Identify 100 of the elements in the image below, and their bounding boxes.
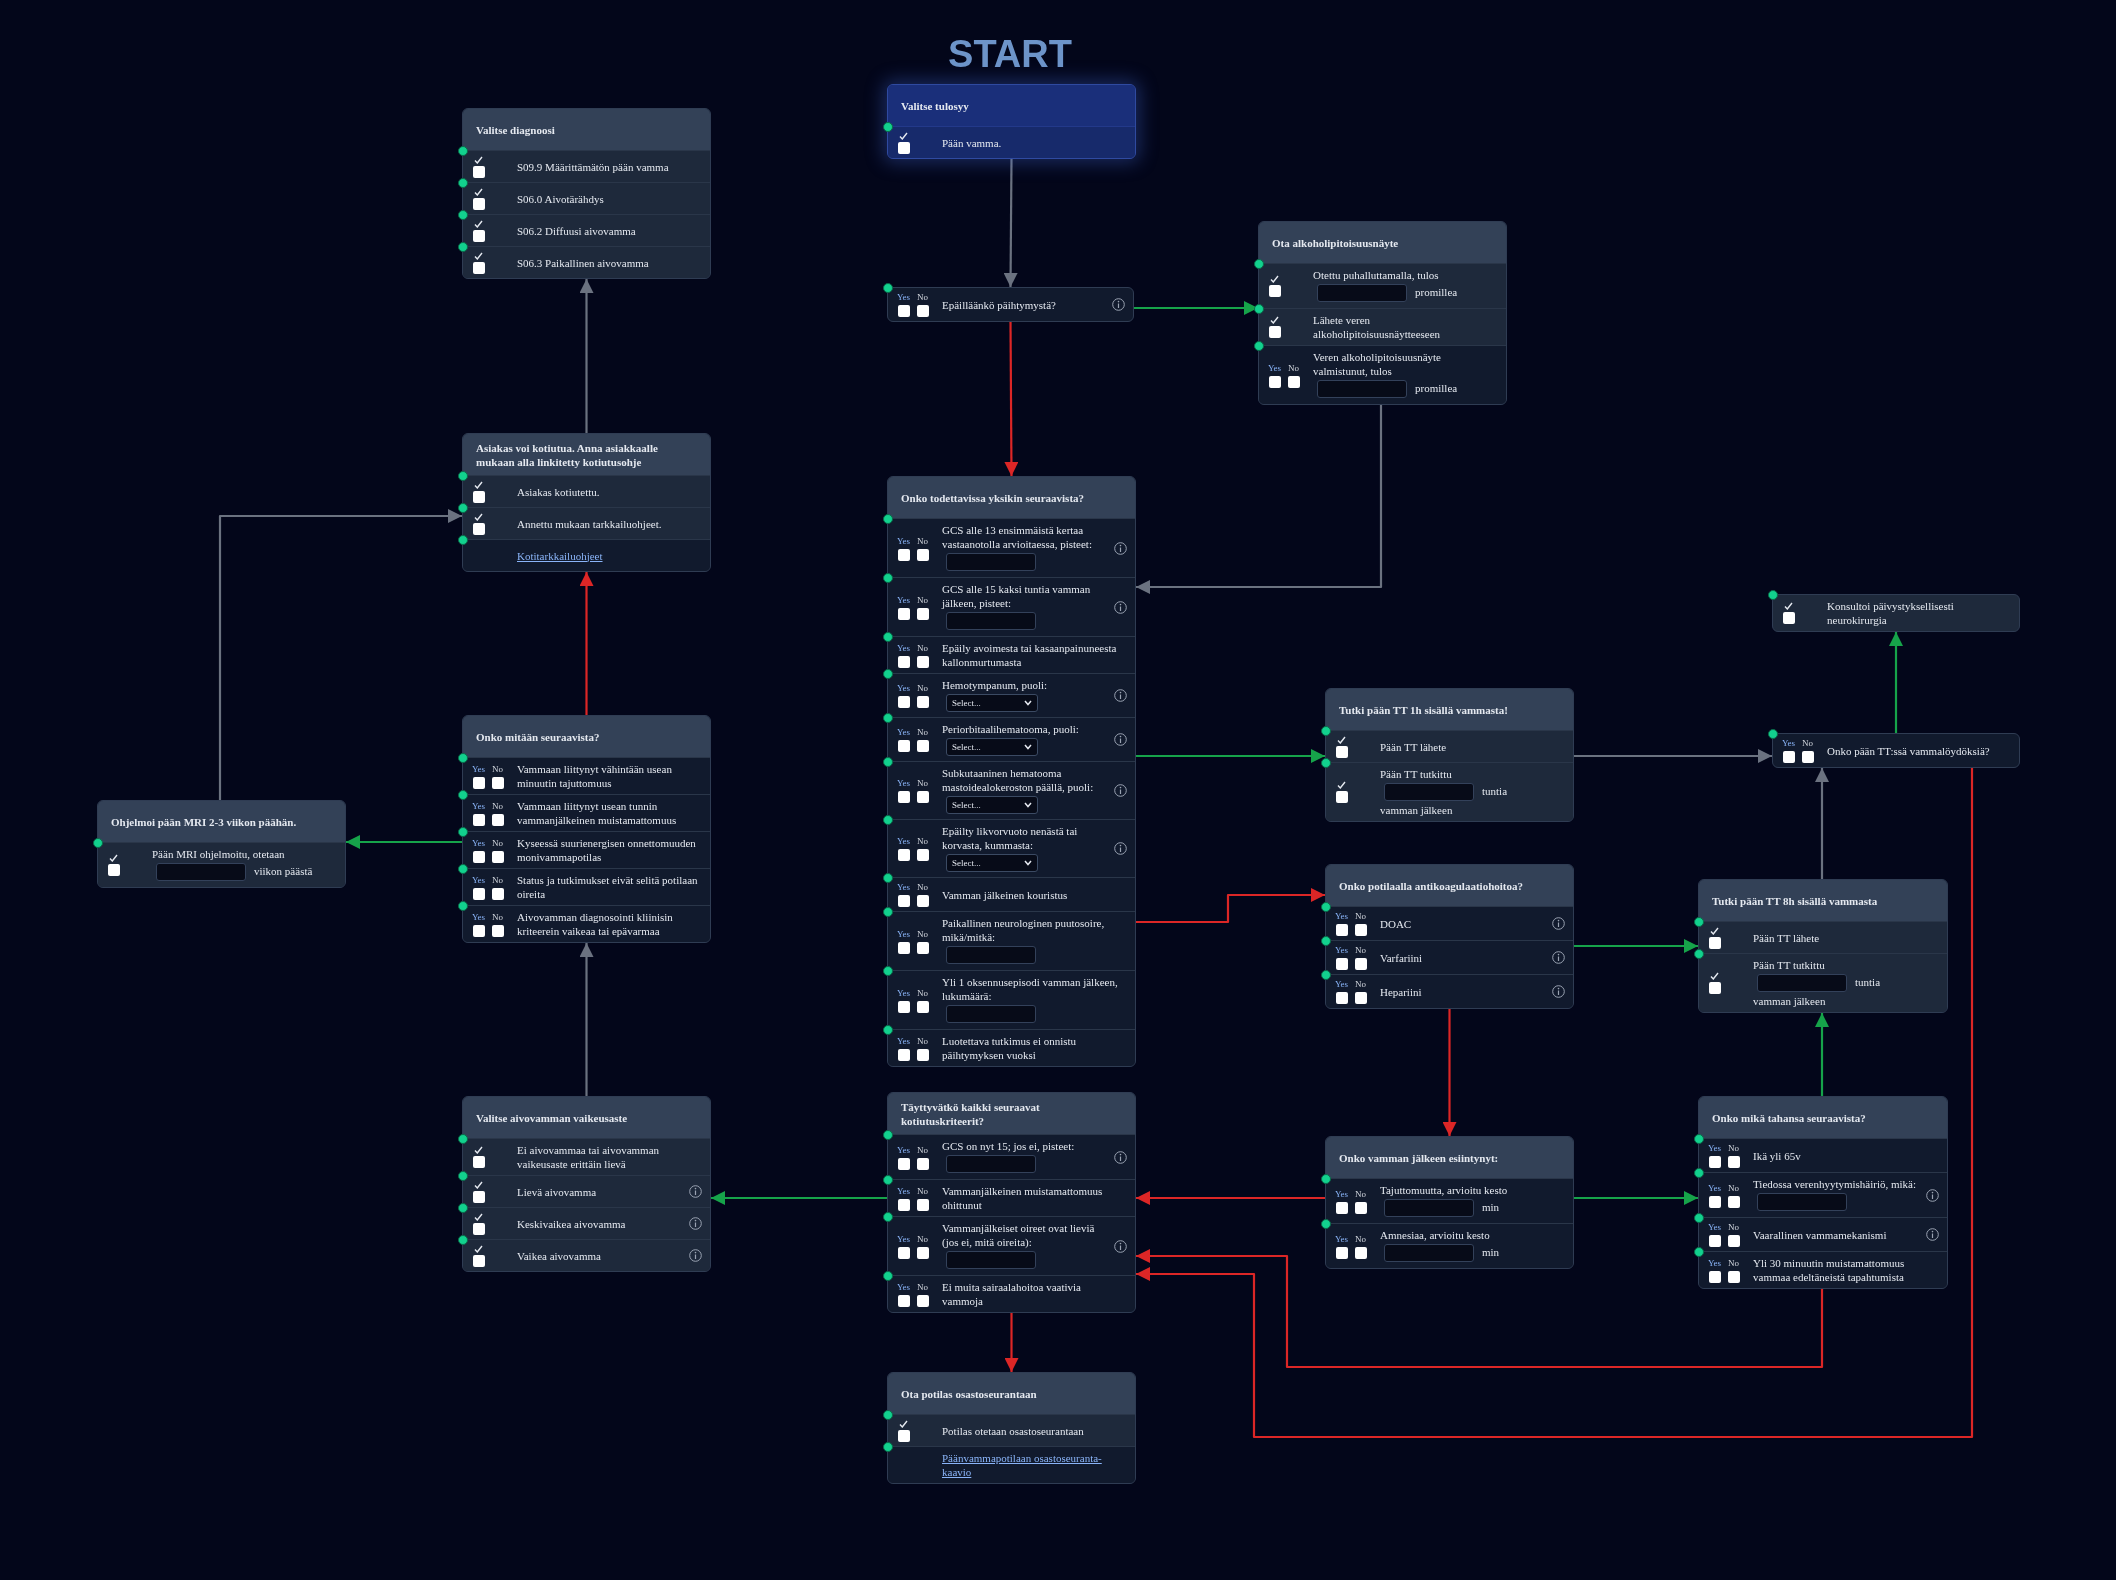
connector-arrow — [1136, 405, 1383, 594]
no-label: No — [917, 836, 928, 847]
unit-label: tuntia — [1482, 784, 1508, 797]
unit-label: tuntia — [1855, 975, 1881, 988]
yes-label: Yes — [896, 1185, 911, 1197]
no-label: No — [917, 1185, 928, 1197]
yes-label: Yes — [896, 642, 911, 654]
no-label: No — [492, 837, 503, 849]
yes-label: Yes — [1334, 1188, 1349, 1200]
yes-label: Yes — [896, 594, 911, 606]
connector-arrow — [711, 1191, 887, 1205]
no-label: No — [1802, 738, 1813, 749]
card-header: Ota potilas osastoseurantaan — [888, 1373, 1135, 1414]
yes-label: Yes — [1334, 911, 1349, 922]
item-text: Vammanjälkeiset oireet ovat lieviä (jos ei, mitä oireita): — [942, 1222, 1095, 1248]
yes-label: Yes — [1334, 1233, 1349, 1245]
no-label: No — [917, 642, 928, 654]
yes-label: Yes — [1707, 1222, 1722, 1233]
select-dropdown: Select... — [946, 694, 1038, 712]
connector-arrow — [1136, 768, 1974, 1439]
item-text: S09.9 Määrittämätön pään vamma — [517, 160, 669, 173]
unit-label: viikon päästä — [254, 864, 313, 877]
connector-arrow — [1889, 632, 1903, 733]
no-label: No — [917, 292, 928, 303]
item-text: Onko pään TT:ssä vammalöydöksiä? — [1827, 744, 1990, 757]
card-header: Tutki pään TT 8h sisällä vammasta — [1699, 880, 1947, 921]
no-label: No — [492, 800, 503, 812]
unit-label: min — [1482, 1200, 1500, 1213]
link: Päänvammapotilaan osastoseuranta-kaavio — [942, 1452, 1102, 1478]
item-text: DOAC — [1380, 917, 1412, 930]
no-label: No — [917, 535, 928, 547]
yes-label: Yes — [896, 727, 911, 738]
card-header: Täyttyvätkö kaikki seuraavat kotiutuskriteerit? — [888, 1093, 1135, 1134]
yes-label: Yes — [896, 1233, 911, 1245]
no-label: No — [917, 1281, 928, 1293]
yes-label: Yes — [896, 987, 911, 999]
connector-arrow — [1574, 1191, 1698, 1205]
select-dropdown: Select... — [946, 738, 1038, 756]
item-text: Vaikea aivovamma — [517, 1249, 601, 1262]
no-label: No — [917, 1035, 928, 1047]
connector-arrow — [1136, 1249, 1824, 1369]
no-label: No — [917, 727, 928, 738]
card-header: Valitse tulosyy — [888, 85, 1135, 126]
no-label: No — [1355, 979, 1366, 990]
item-text: Epäilläänkö päihtymystä? — [942, 298, 1056, 311]
no-label: No — [1355, 1188, 1366, 1200]
yes-label: Yes — [896, 1144, 911, 1156]
no-label: No — [492, 911, 503, 923]
yes-label: Yes — [471, 763, 486, 775]
item-text: Aivovamman diagnosointi kliinisin kriteerein vaikeaa tai epävarmaa — [517, 911, 673, 937]
yes-label: Yes — [896, 1281, 911, 1293]
item-text: Status ja tutkimukset eivät selitä potilaan oireita — [517, 874, 698, 900]
card-header: Onko vamman jälkeen esiintynyt: — [1326, 1137, 1573, 1178]
no-label: No — [917, 594, 928, 606]
yes-label: Yes — [896, 683, 911, 694]
card-header: Ota alkoholipitoisuusnäyte — [1259, 222, 1506, 263]
item-text: Vamman jälkeinen kouristus — [942, 888, 1068, 901]
item-text: S06.0 Aivotärähdys — [517, 192, 604, 205]
yes-label: Yes — [471, 911, 486, 923]
connector-arrow — [1442, 1009, 1457, 1136]
item-text: Vammanjälkeinen muistamattomuus ohittunut — [942, 1185, 1103, 1211]
item-text: Asiakas kotiutettu. — [517, 485, 600, 498]
connector-arrow — [1004, 322, 1019, 476]
connector-arrow — [346, 835, 462, 849]
item-text: Luotettava tutkimus ei onnistu päihtymyksen vuoksi — [942, 1035, 1077, 1061]
no-label: No — [917, 1144, 928, 1156]
item-text: Hemotympanum, puoli: — [942, 679, 1048, 691]
item-text: Tiedossa verenhyytymishäiriö, mikä: — [1753, 1178, 1917, 1190]
card-header: Onko todettavissa yksikin seuraavista? — [888, 477, 1135, 518]
item-text: Epäilty likvorvuoto nenästä tai korvasta, kummasta: — [942, 825, 1078, 851]
no-label: No — [1728, 1222, 1739, 1233]
connector-arrow — [1574, 749, 1772, 763]
item-text: Ei aivovammaa tai aivovamman vaikeusaste erittäin lievä — [517, 1144, 660, 1170]
connector-arrow — [1574, 939, 1698, 953]
no-label: No — [917, 987, 928, 999]
item-text: S06.3 Paikallinen aivovamma — [517, 256, 649, 269]
item-text: Amnesiaa, arvioitu kesto — [1380, 1229, 1490, 1241]
card-header: Tutki pään TT 1h sisällä vammasta! — [1326, 689, 1573, 730]
item-text: Potilas otetaan osastoseurantaan — [942, 1424, 1084, 1437]
yes-label: Yes — [1707, 1257, 1722, 1269]
no-label: No — [1728, 1182, 1739, 1194]
card-header: Onko mitään seuraavista? — [463, 716, 710, 757]
item-text: S06.2 Diffuusi aivovamma — [517, 224, 636, 237]
connector-arrow — [218, 509, 462, 800]
connector-arrow — [1003, 159, 1018, 287]
card-header: Asiakas voi kotiutua. Anna asiakkaalle mukaan alla linkitetty kotiutusohje — [463, 434, 710, 475]
item-text: Lievä aivovamma — [517, 1185, 597, 1198]
no-label: No — [917, 928, 928, 940]
no-label: No — [1728, 1143, 1739, 1154]
item-text: Keskivaikea aivovamma — [517, 1217, 626, 1230]
item-text: Pään TT lähete — [1380, 740, 1447, 753]
item-text: GCS alle 13 ensimmäistä kertaa vastaanotolla arvioitaessa, pisteet: — [942, 524, 1092, 550]
item-text: Pään TT tutkittu — [1753, 959, 1825, 971]
connector-arrow — [1136, 749, 1325, 763]
item-text: Pään TT lähete — [1753, 931, 1820, 944]
item-text: Vaarallinen vammamekanismi — [1753, 1228, 1887, 1241]
item-text: Pään TT tutkittu — [1380, 768, 1452, 780]
select-dropdown: Select... — [946, 854, 1038, 872]
connector-arrow — [579, 943, 594, 1096]
connector-arrow — [1004, 1313, 1019, 1372]
